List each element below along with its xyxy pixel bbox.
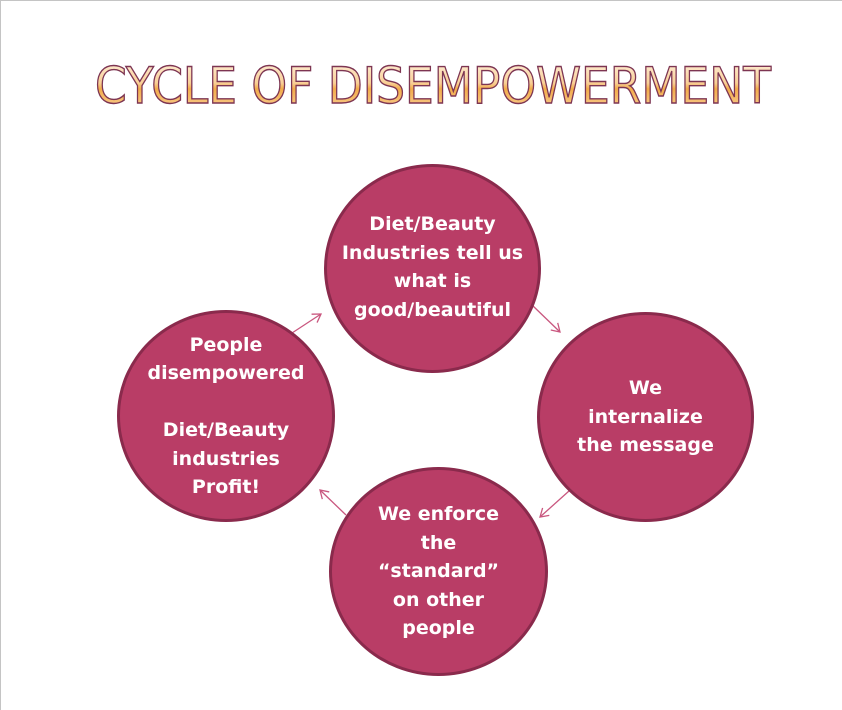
arrow-left-to-top bbox=[291, 313, 323, 334]
node-internalize-message: We internalize the message bbox=[537, 312, 754, 522]
title-text: CYCLE OF DISEMPOWERMENT bbox=[95, 57, 771, 115]
node-text: People disempowered Diet/Beauty industri… bbox=[147, 333, 305, 499]
node-enforce-standard: We enforce the “standard” on other peopl… bbox=[329, 467, 548, 676]
node-people-disempowered: People disempowered Diet/Beauty industri… bbox=[117, 310, 335, 522]
node-industries-define-beauty: Diet/Beauty Industries tell us what is g… bbox=[324, 164, 541, 373]
node-text: We enforce the “standard” on other peopl… bbox=[377, 503, 500, 640]
node-text: We internalize the message bbox=[577, 377, 714, 457]
arrow-right-to-bottom bbox=[539, 490, 570, 518]
arrow-top-to-right bbox=[531, 304, 561, 333]
arrow-bottom-to-left bbox=[319, 489, 347, 516]
node-text: Diet/Beauty Industries tell us what is g… bbox=[341, 213, 524, 321]
slide-title: CYCLE OF DISEMPOWERMENT bbox=[94, 56, 772, 115]
